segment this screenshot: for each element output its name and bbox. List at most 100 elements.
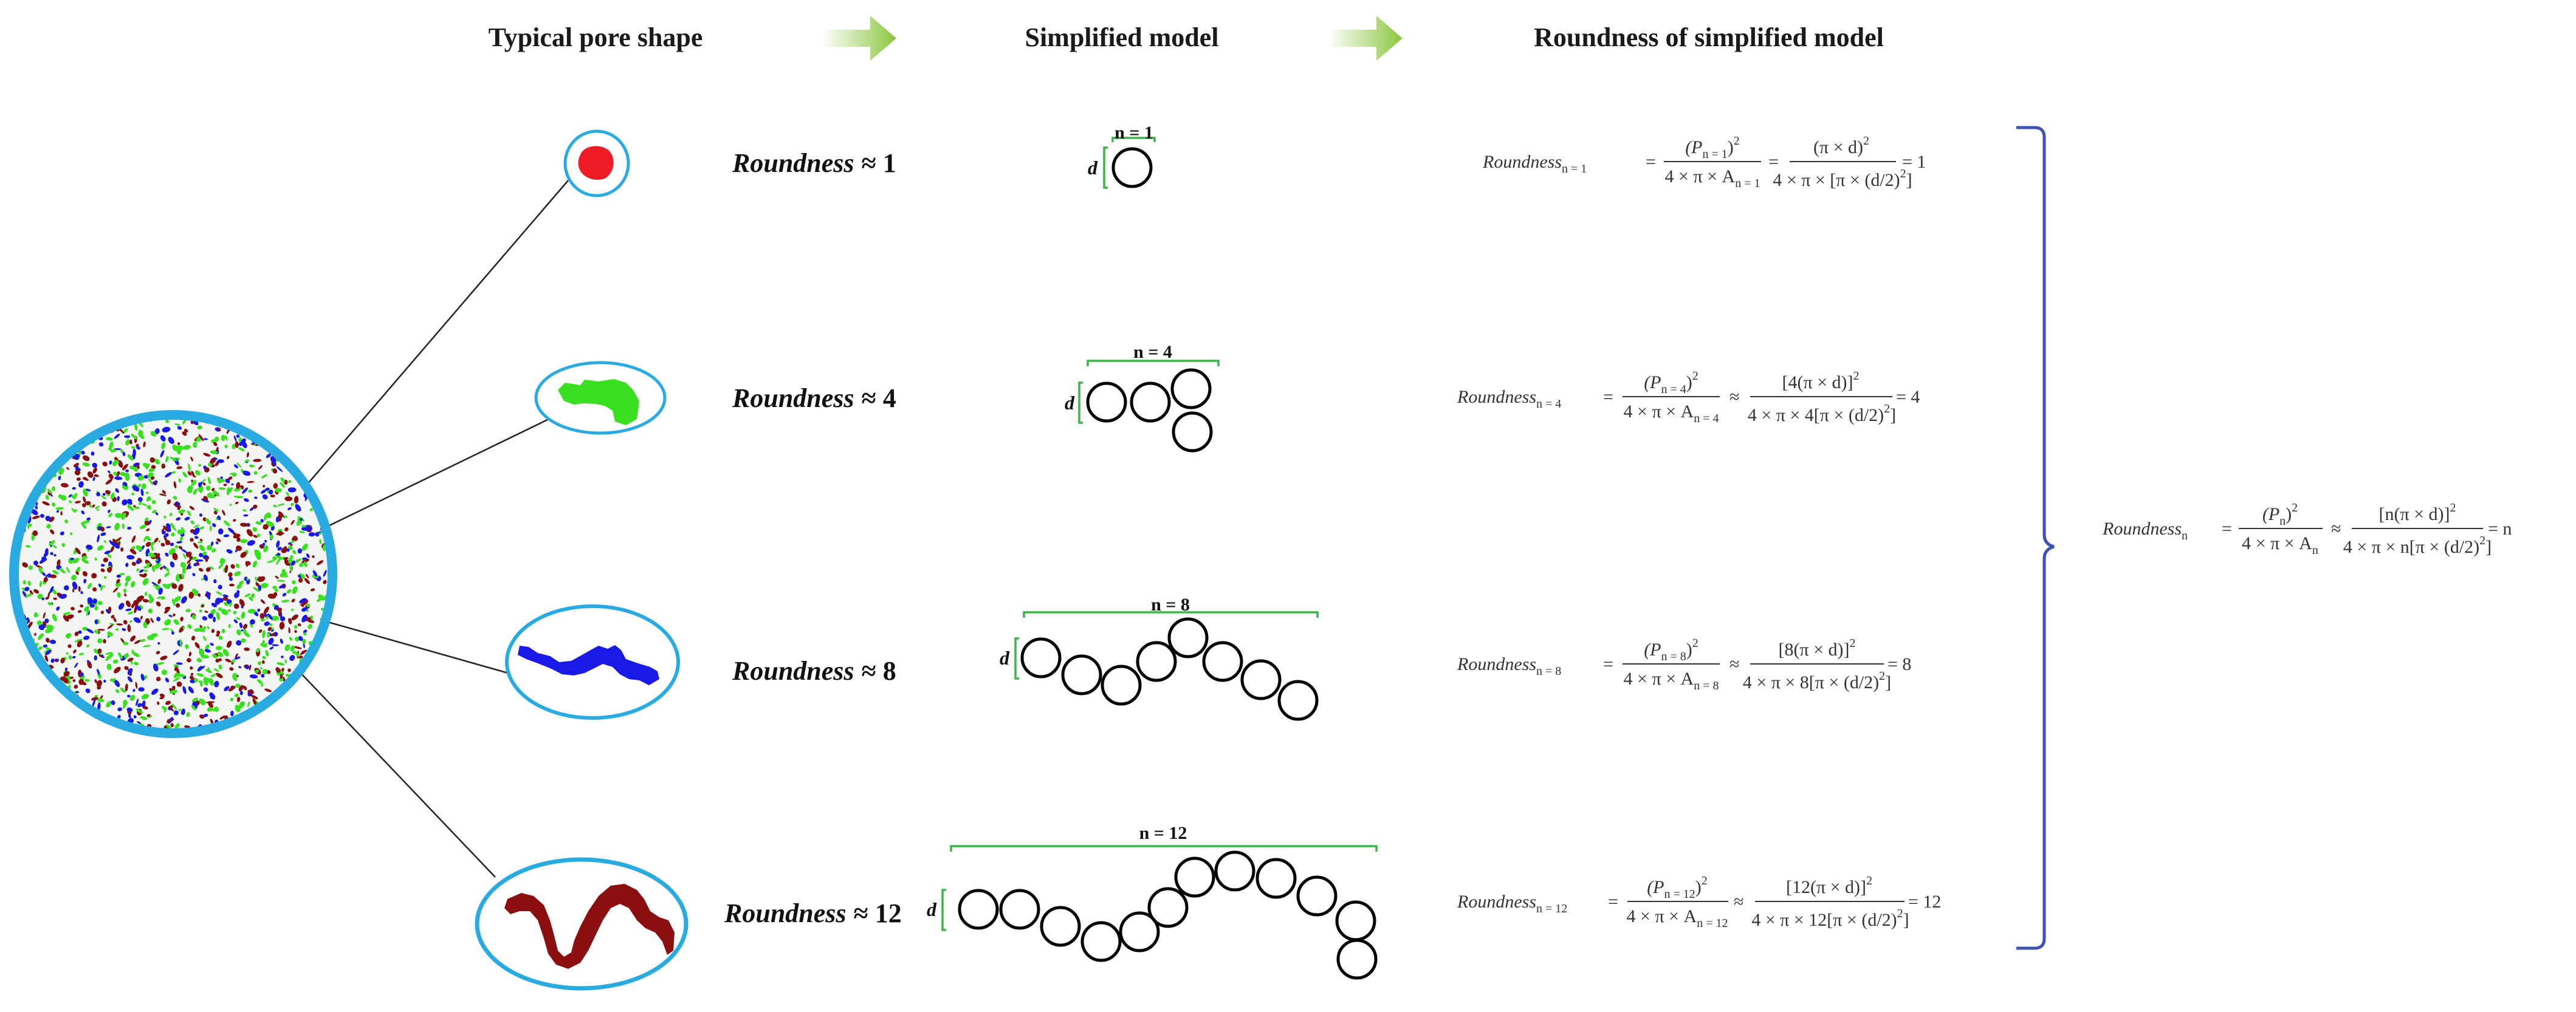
pore-speckle [267, 632, 270, 638]
pore-speckle [175, 603, 180, 608]
pore-speckle [204, 649, 211, 653]
pore-speckle [184, 516, 190, 521]
pore-speckle [248, 489, 253, 493]
pore-speckle [229, 504, 232, 507]
pore-speckle [24, 593, 33, 598]
pore-speckle [87, 471, 94, 478]
pore-speckle [179, 536, 184, 541]
pore-speckle [33, 560, 38, 566]
pore-speckle [216, 611, 220, 620]
pore-speckle [129, 549, 137, 555]
pore-speckle [292, 580, 296, 584]
pore-speckle [245, 665, 249, 669]
pore-speckle [42, 501, 50, 506]
pore-speckle [243, 514, 249, 517]
pore-speckle [234, 487, 241, 492]
pore-speckle [28, 565, 33, 570]
pore-speckle [197, 666, 203, 672]
pore-speckle [172, 598, 176, 606]
pore-speckle [206, 701, 215, 703]
pore-speckle [187, 558, 192, 564]
pore-speckle [73, 463, 79, 468]
pore-speckle [218, 427, 221, 432]
pore-speckle [94, 648, 98, 654]
pore-speckle [72, 581, 78, 590]
pore-speckle [174, 423, 180, 426]
pore-speckle [289, 637, 293, 641]
pore-speckle [66, 652, 69, 655]
pore-speckle [202, 482, 206, 486]
pore-speckle [261, 489, 267, 494]
pore-speckle [171, 631, 174, 635]
pore-speckle [180, 513, 184, 516]
pore-speckle [258, 629, 263, 633]
pore-speckle [115, 628, 119, 631]
pore-speckle [52, 545, 57, 549]
pore-speckle [153, 480, 158, 485]
pore-speckle [242, 487, 248, 494]
pore-speckle [255, 551, 260, 558]
pore-speckle [146, 536, 151, 541]
pore-speckle [118, 603, 125, 610]
pore-speckle [81, 503, 86, 508]
pore-speckle [205, 518, 211, 525]
pore-speckle [161, 463, 166, 469]
pore-speckle [116, 579, 120, 584]
pore-speckle [219, 558, 225, 564]
pore-speckle [284, 659, 287, 664]
svg-text:=: = [1603, 387, 1613, 407]
svg-text:(Pn = 1)2: (Pn = 1)2 [1685, 134, 1740, 161]
equation-general: Roundnessn = (Pn)2 4 × π × An ≈ [n(π × d… [2102, 501, 2512, 557]
pore-speckle [164, 619, 171, 626]
pore-speckle [309, 508, 314, 511]
pore-speckle [108, 470, 111, 474]
pore-speckle [198, 434, 204, 442]
pore-speckle [298, 574, 301, 578]
pore-speckle [133, 662, 139, 666]
pore-speckle [218, 607, 222, 611]
pore-speckle [80, 590, 83, 595]
pore-speckle [137, 475, 145, 481]
pore-speckle [184, 725, 190, 728]
pore-speckle [289, 564, 293, 572]
pore-speckle [291, 608, 294, 612]
pore-speckle [142, 705, 148, 710]
svg-text:[12(π × d)]2: [12(π × d)]2 [1786, 874, 1872, 897]
pore-speckle [31, 535, 35, 541]
pore-speckle [52, 589, 57, 595]
pore-speckle [170, 708, 174, 712]
pore-speckle [249, 464, 255, 468]
pore-speckle [117, 592, 121, 598]
pore-speckle [211, 629, 215, 634]
pore-speckle [284, 558, 287, 563]
pore-speckle [178, 509, 185, 514]
pore-speckle [241, 629, 244, 632]
pore-speckle [60, 531, 64, 536]
pore-speckle [191, 614, 196, 620]
pore-speckle [95, 505, 100, 510]
pore-speckle [63, 671, 70, 677]
pore-speckle [106, 526, 111, 528]
pore-speckle [62, 677, 69, 684]
pore-speckle [297, 623, 301, 626]
pore-speckle [146, 505, 150, 509]
pore-speckle [191, 635, 196, 641]
d-bracket-1 [1103, 146, 1108, 189]
pore-speckle [287, 542, 292, 545]
pore-speckle [264, 514, 267, 521]
pore-speckle [241, 638, 246, 643]
pore-speckle [196, 658, 202, 663]
pore-speckle [253, 471, 258, 475]
pore-speckle [122, 499, 128, 506]
svg-text:4 × π × An = 12: 4 × π × An = 12 [1627, 906, 1728, 930]
pore-speckle [43, 576, 48, 583]
pore-speckle [161, 669, 167, 675]
pore-speckle [94, 619, 98, 624]
pore-speckle [120, 547, 124, 552]
pore-speckle [56, 606, 60, 611]
pore-speckle [182, 431, 187, 436]
pore-speckle [131, 561, 136, 566]
equation-n12: Roundnessn = 12 = (Pn = 12)2 4 × π × An … [1457, 874, 1941, 930]
pore-speckle [251, 695, 258, 700]
pore-speckle [70, 558, 75, 561]
